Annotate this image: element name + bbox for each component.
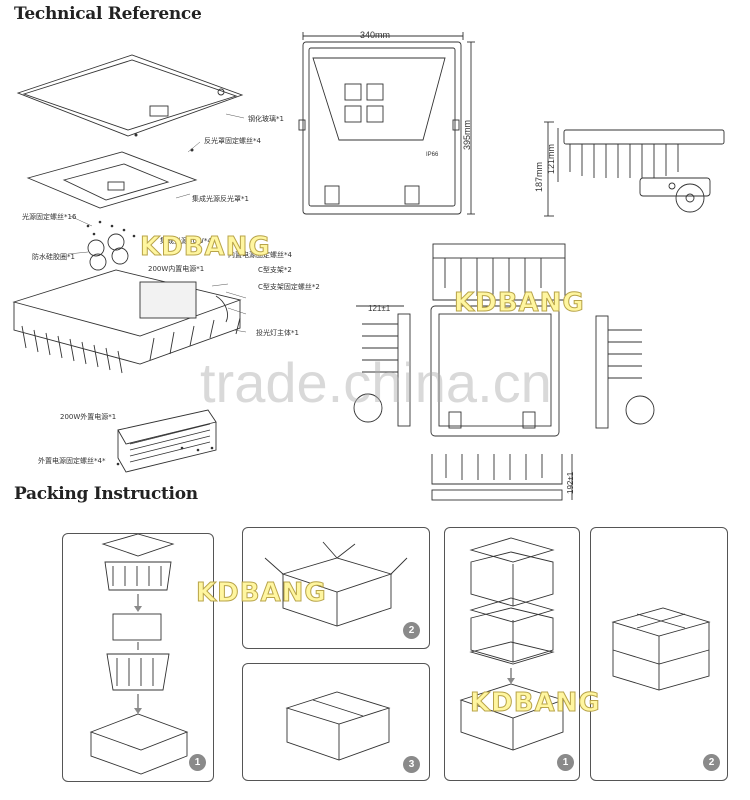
- label-external-driver-screw: 外置电源固定螺丝*4*: [38, 457, 106, 465]
- front-reflector-shape: [312, 57, 446, 141]
- label-reflector-screw: 反光罩固定螺丝*4: [204, 137, 261, 145]
- label-integrated-light: 集成光源50W*4: [160, 237, 212, 245]
- label-external-driver: 200W外置电源*1: [60, 413, 117, 421]
- housing-shape: [12, 269, 242, 337]
- brand-watermark-1: KDBANG: [140, 232, 271, 263]
- label-light-source-screw: 光源固定螺丝*16: [22, 213, 77, 221]
- site-watermark: trade.china.cn: [200, 351, 552, 414]
- packing-step-2-drawing: [264, 541, 408, 627]
- packing-step-5-drawing: [611, 607, 711, 691]
- label-bracket-screw: C型支架固定螺丝*2: [258, 283, 320, 291]
- dimension-side-top: 121±1: [368, 304, 391, 313]
- dimension-depth-a: 187mm: [534, 161, 544, 192]
- technical-reference-heading: Technical Reference: [14, 4, 202, 24]
- step-badge-1: 1: [189, 754, 206, 771]
- dimension-height: 395mm: [462, 119, 472, 150]
- packing-panel-5: 2: [590, 527, 728, 781]
- label-driver-200w: 200W内置电源*1: [148, 265, 205, 273]
- glass-panel-shape: [16, 54, 244, 137]
- step-badge-3: 3: [403, 756, 420, 773]
- left-side-view-drawing: [353, 305, 411, 427]
- side-view-drawing: [544, 121, 725, 217]
- packing-step-4-drawing: [459, 537, 565, 751]
- dimension-side-right: 192±1: [566, 471, 575, 494]
- packing-panel-4: 1: [444, 527, 580, 781]
- packing-panel-2: 2: [242, 527, 430, 649]
- dimension-depth-b: 121mm: [546, 143, 556, 174]
- packing-panel-1: 1: [62, 533, 214, 782]
- reflector-shape: [26, 151, 198, 209]
- packing-instruction-heading: Packing Instruction: [14, 484, 198, 504]
- ip-rating-mark: IP66: [426, 152, 439, 158]
- step-badge-5: 2: [703, 754, 720, 771]
- label-tempered-glass: 钢化玻璃*1: [248, 115, 284, 123]
- packing-step-3-drawing: [285, 691, 391, 761]
- brand-watermark-3: KDBANG: [196, 578, 327, 609]
- label-gasket: 防水硅胶圈*1: [32, 253, 75, 261]
- right-side-view-drawing: [595, 315, 655, 429]
- brand-watermark-2: KDBANG: [454, 288, 585, 319]
- front-view-drawing: [298, 32, 475, 215]
- packing-step-1-drawing: [89, 534, 189, 775]
- top-view-drawing: [432, 243, 566, 301]
- bottom-view-drawing: [431, 454, 573, 501]
- label-reflector: 集成光源反光罩*1: [192, 195, 249, 203]
- label-housing: 投光灯主体*1: [256, 329, 299, 337]
- back-view-drawing: [430, 305, 560, 437]
- dimension-width: 340mm: [360, 30, 391, 40]
- step-badge-4: 1: [557, 754, 574, 771]
- label-bracket: C型支架*2: [258, 266, 292, 274]
- step-badge-2: 2: [403, 622, 420, 639]
- exploded-view-drawing: [12, 54, 247, 473]
- label-driver-screw: 内置电源固定螺丝*4: [228, 251, 292, 259]
- brand-watermark-4: KDBANG: [470, 688, 601, 719]
- packing-panel-3: 3: [242, 663, 430, 781]
